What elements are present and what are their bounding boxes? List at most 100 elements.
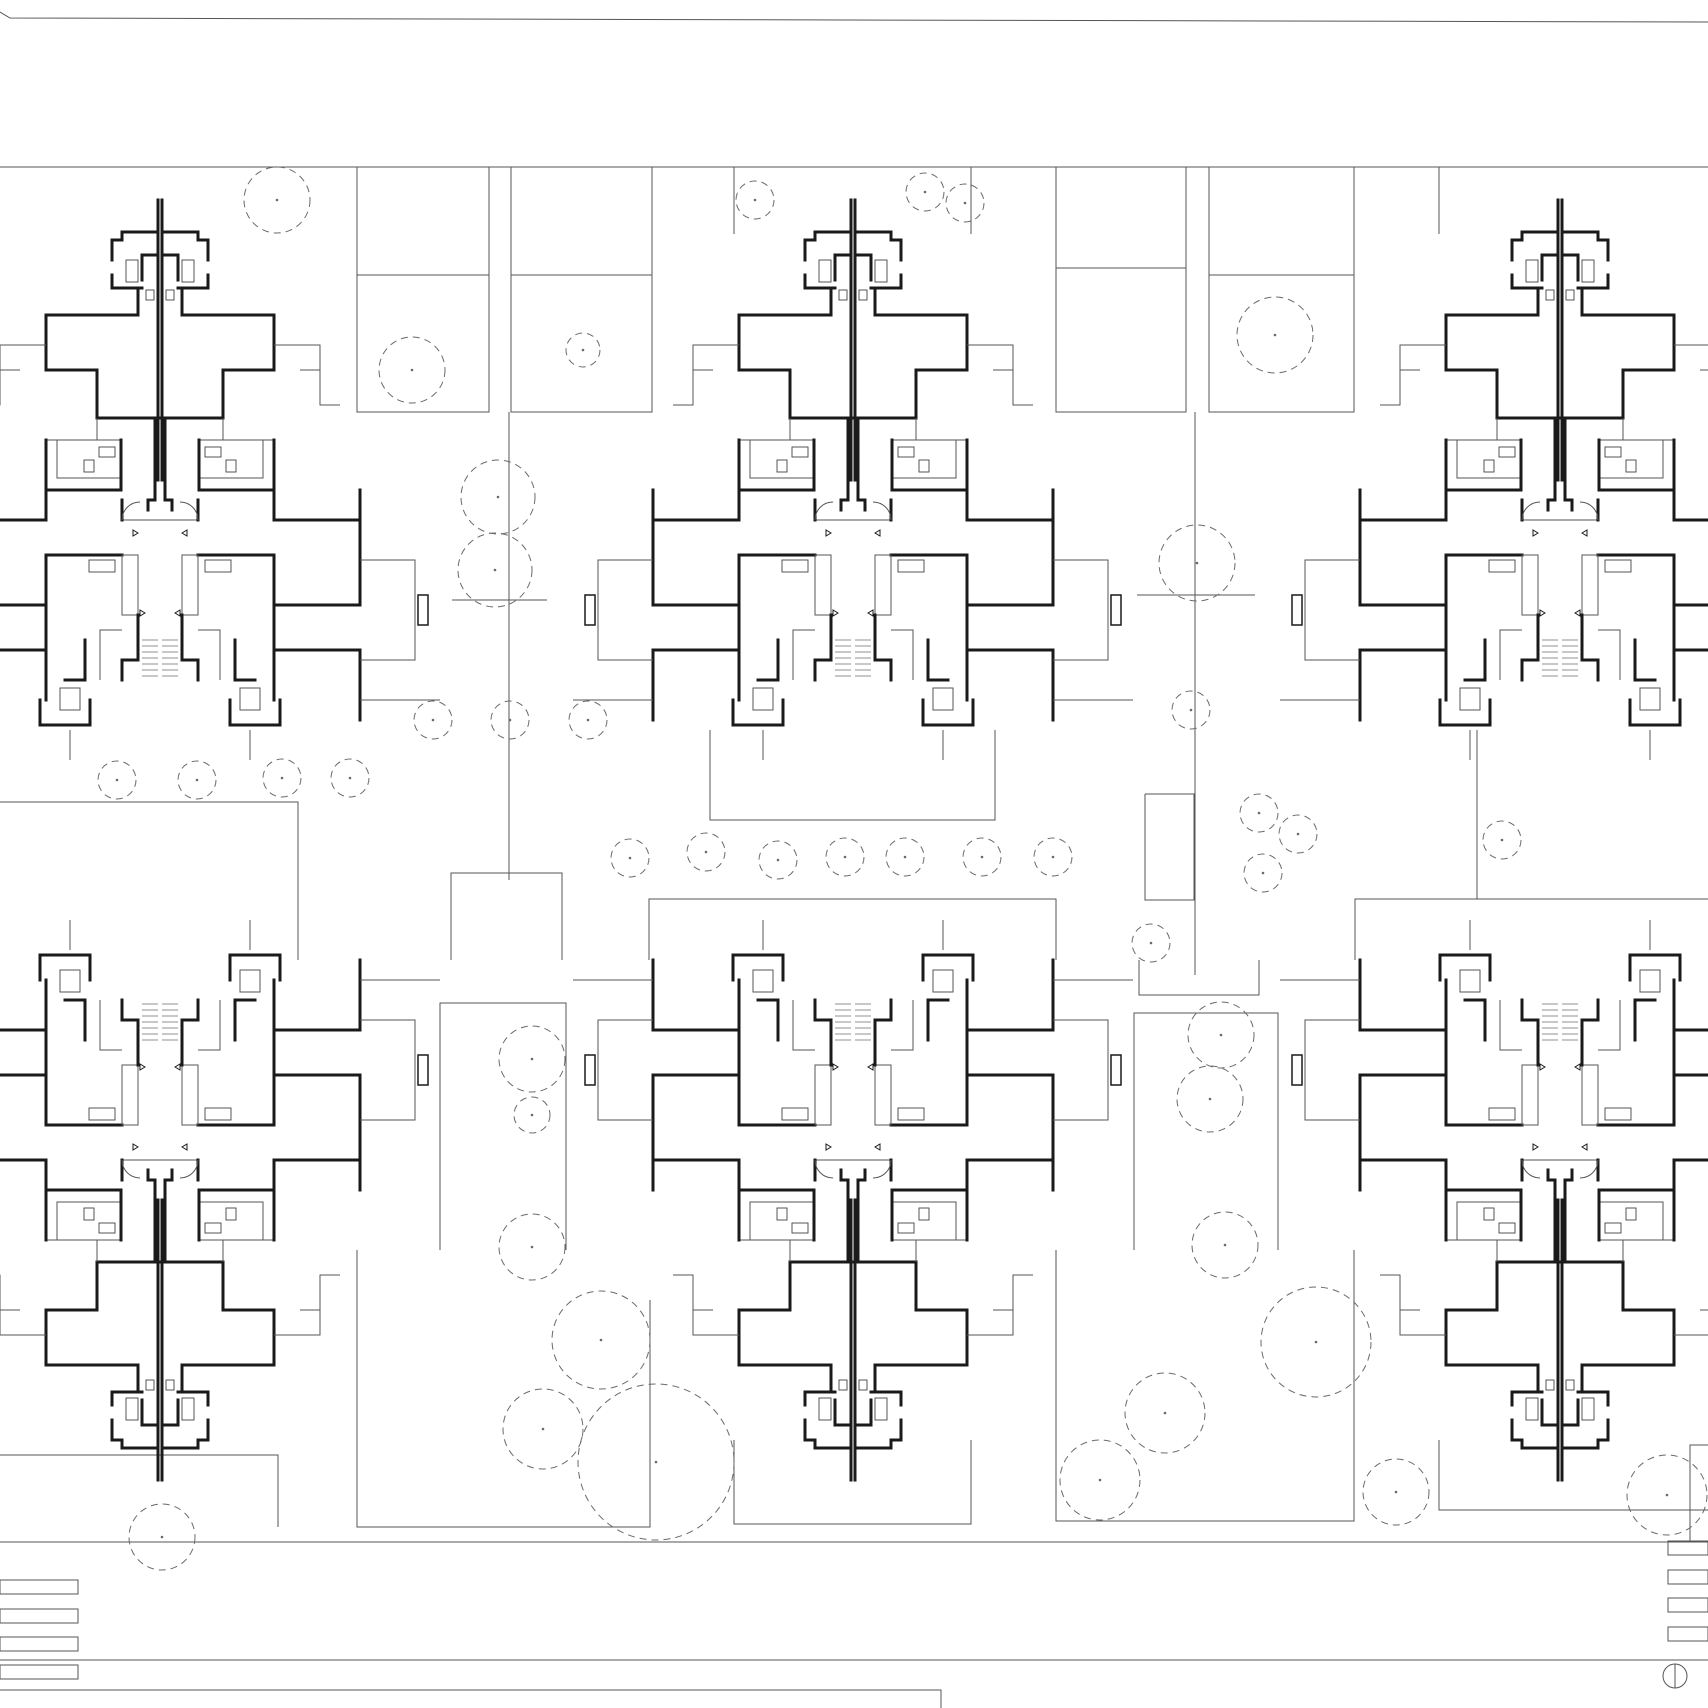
door-swing <box>1579 1159 1599 1179</box>
entry-arrow-icon <box>132 1143 139 1151</box>
wc-fixture <box>1483 1207 1495 1221</box>
tree-canopy <box>577 1383 735 1541</box>
sink-fixture <box>1545 1379 1555 1391</box>
sink-fixture <box>838 1379 848 1391</box>
tower-lower-wall <box>1510 1390 1544 1407</box>
block-bottom-right <box>1280 920 1708 1482</box>
lower-bath <box>1639 969 1661 993</box>
tree-centre <box>1219 1033 1223 1037</box>
upper-wing-line <box>915 418 967 441</box>
tree-4 <box>460 459 536 535</box>
middle-wing-inner <box>1444 553 1524 607</box>
site-line-20 <box>0 801 299 960</box>
bathtub-fixture <box>1604 1222 1622 1234</box>
entry-arrow-icon <box>139 609 146 617</box>
lower-wing-line <box>1499 1000 1522 1051</box>
upper-wing-wall <box>44 286 162 420</box>
door-swing <box>872 501 892 521</box>
wc-fixture <box>1625 459 1637 473</box>
tower-lower-wall <box>110 1390 144 1407</box>
site-line-32 <box>733 1440 972 1525</box>
stair-core-room <box>1521 1064 1539 1126</box>
middle-wing-inner <box>1596 1073 1676 1127</box>
tree-23 <box>610 838 650 878</box>
middle-wing-wall <box>1358 488 1448 522</box>
bath-cluster-wall <box>197 438 276 492</box>
tree-15 <box>1482 820 1522 860</box>
middle-wing-outer <box>1672 1073 1708 1077</box>
lower-wing-east <box>272 958 362 1032</box>
tree-canopy <box>1239 793 1279 833</box>
tree-canopy <box>1171 690 1211 730</box>
middle-wing-wall <box>1672 1158 1708 1192</box>
lower-wing-line <box>1598 1000 1621 1051</box>
tower-wall <box>1560 230 1610 262</box>
tree-canopy <box>686 832 726 872</box>
entry-arrow-icon <box>874 529 881 537</box>
bathtub-fixture <box>1498 446 1516 458</box>
sink-fixture <box>1565 1379 1575 1391</box>
stair-core-room <box>814 554 832 616</box>
upper-wing-line <box>739 418 791 441</box>
tower-inner-wall <box>833 253 853 282</box>
upper-wing-terrace <box>0 1274 46 1336</box>
tree-canopy <box>1626 1454 1708 1536</box>
sink-fixture <box>1565 289 1575 301</box>
tree-canopy <box>1176 1065 1244 1133</box>
door-swing <box>179 501 199 521</box>
tower-lower-wall <box>803 1390 837 1407</box>
tree-canopy <box>1482 820 1522 860</box>
middle-wing-wall <box>651 1158 741 1192</box>
entry-arrow-icon <box>181 529 188 537</box>
tree-22 <box>330 758 370 798</box>
middle-wing-inner <box>1596 553 1676 607</box>
corridor-wall <box>146 416 157 512</box>
tower-lower-wall <box>869 273 903 290</box>
upper-wing-terrace <box>1380 344 1446 406</box>
tree-centre <box>1261 871 1265 875</box>
tree-canopy <box>885 837 925 877</box>
lower-bath <box>59 969 81 993</box>
tree-5 <box>457 532 533 608</box>
wc-fixture <box>1483 459 1495 473</box>
wc-fixture <box>776 1207 788 1221</box>
lower-wing-wall <box>233 998 257 1042</box>
sink-fixture <box>145 1379 155 1391</box>
tree-centre <box>115 778 119 782</box>
site-boundaries <box>0 11 1708 1708</box>
tree-centre <box>508 718 512 722</box>
tree-canopy <box>413 700 453 740</box>
tree-canopy <box>945 183 985 223</box>
tree-canopy <box>962 837 1002 877</box>
tree-centre <box>1394 1490 1398 1494</box>
tree-25 <box>758 840 798 880</box>
kitchen-fixture <box>1488 1107 1516 1121</box>
tower-inner-wall <box>1560 1398 1580 1427</box>
tree-centre <box>1208 1097 1212 1101</box>
tree-centre <box>1051 855 1055 859</box>
entry-arrow-icon <box>132 529 139 537</box>
upper-wing-wall <box>1558 286 1676 420</box>
stair-wall <box>813 998 833 1067</box>
parking-stall-left-2 <box>0 1608 79 1624</box>
tree-canopy <box>1131 923 1171 963</box>
tree-17 <box>490 700 530 740</box>
entry-arrow-icon <box>139 1063 146 1071</box>
middle-wing-inner <box>44 553 124 607</box>
bath-cluster-wall <box>1444 1188 1523 1242</box>
lower-wing-outer <box>228 953 282 982</box>
bath-cluster-wall <box>197 1188 276 1242</box>
tree-centre <box>195 778 199 782</box>
tree-canopy <box>498 1213 566 1281</box>
kitchen-fixture <box>897 559 925 573</box>
bathtub-fixture <box>791 446 809 458</box>
kitchen-fixture <box>88 559 116 573</box>
tree-28 <box>962 837 1002 877</box>
tree-centre <box>1273 333 1277 337</box>
tree-canopy <box>1191 1211 1259 1279</box>
tree-centre <box>275 198 279 202</box>
site-line-34 <box>0 1454 279 1527</box>
pergola-frame <box>360 559 416 661</box>
middle-wing-outer <box>651 1073 741 1162</box>
pergola-frame <box>1053 1019 1109 1121</box>
